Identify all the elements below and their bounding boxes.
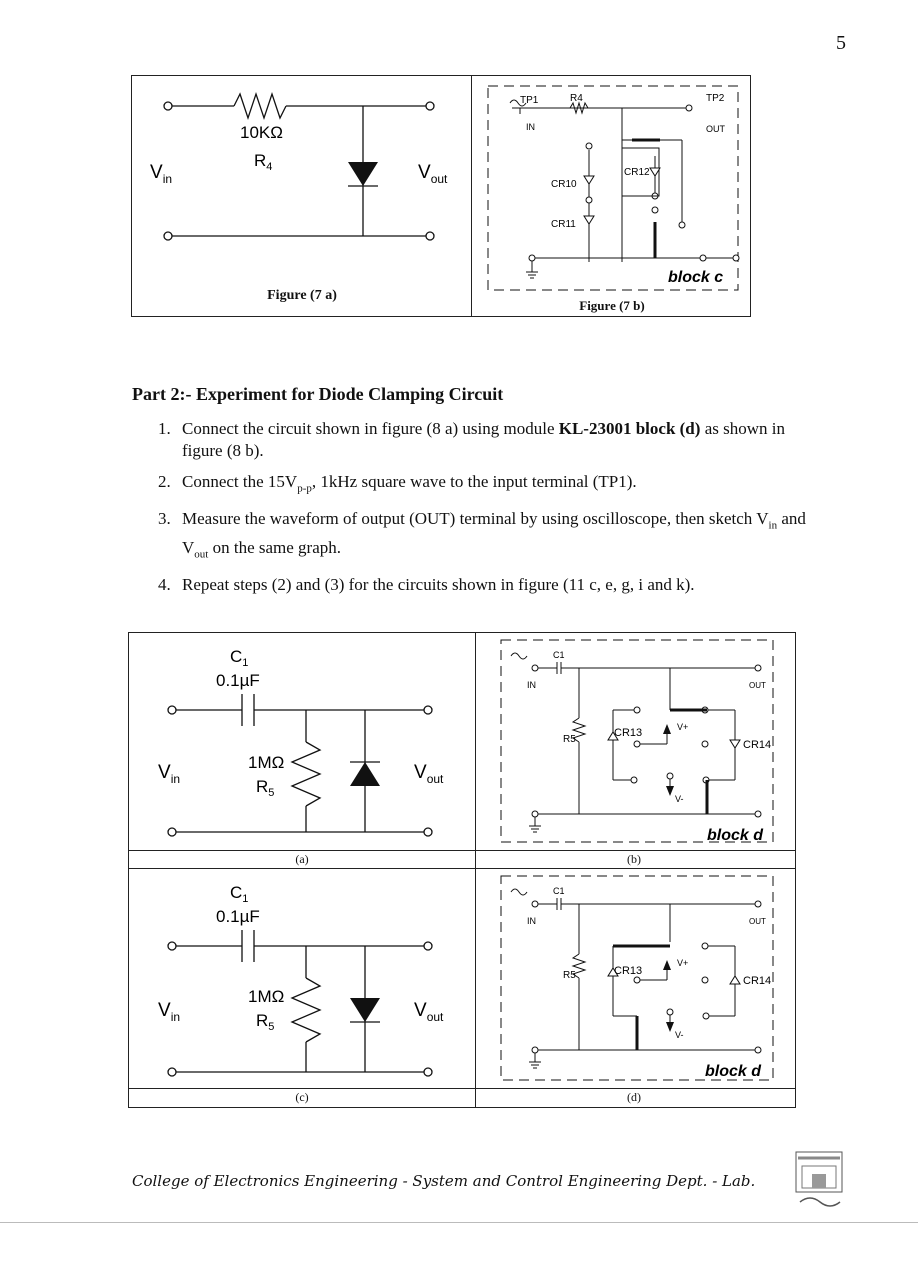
footer-divider	[0, 1222, 918, 1223]
block-c-label: block c	[668, 269, 723, 286]
diode-down-symbol	[350, 998, 380, 1022]
figure-8c-caption: (c)	[295, 1090, 309, 1104]
svg-text:Vout: Vout	[414, 762, 444, 786]
svg-text:R4: R4	[254, 151, 272, 173]
svg-text:Vout: Vout	[414, 1000, 444, 1024]
svg-text:V+: V+	[677, 958, 688, 968]
figure-8a-circuit: C1 0.1µF 1MΩ R5 Vin Vout	[158, 647, 444, 837]
step-4: 4.Repeat steps (2) and (3) for the circu…	[158, 575, 695, 595]
figure-7b-module: TP1 R4 TP2 IN OUT CR10 CR11 CR12 block c	[487, 85, 740, 291]
svg-text:R5: R5	[256, 777, 274, 799]
vin-sub: in	[163, 172, 172, 186]
svg-text:OUT: OUT	[749, 917, 766, 926]
svg-text:Vout: Vout	[418, 162, 448, 186]
figure-7a-caption: Figure (7 a)	[267, 288, 337, 303]
figure-8d-caption: (d)	[627, 1090, 641, 1104]
r5-value: 1MΩ	[248, 753, 284, 772]
svg-text:V+: V+	[677, 722, 688, 732]
figure-7b-caption: Figure (7 b)	[579, 298, 645, 313]
svg-text:CR14: CR14	[743, 739, 771, 751]
svg-text:R5: R5	[563, 734, 576, 745]
diode-up-symbol	[350, 762, 380, 786]
svg-text:V-: V-	[675, 794, 684, 804]
vin-label: V	[150, 162, 163, 183]
figure-8d-module: C1 IN OUT R5 CR13 V+ CR14 V- block d	[500, 875, 774, 1081]
svg-text:C1: C1	[230, 883, 248, 905]
step-3: 3.Measure the waveform of output (OUT) t…	[158, 509, 806, 561]
figure-7a-circuit: 10KΩ R4 Vin Vout	[150, 91, 448, 241]
vout-sub: out	[431, 172, 448, 186]
out-label: OUT	[706, 124, 726, 134]
svg-text:Vin: Vin	[158, 762, 180, 786]
c1-value: 0.1µF	[216, 671, 260, 690]
figure-7-divider	[471, 75, 472, 316]
svg-text:R5: R5	[563, 970, 576, 981]
cr12-label: CR12	[624, 167, 650, 178]
svg-text:0.1µF: 0.1µF	[216, 907, 260, 926]
figure-8b-caption: (b)	[627, 852, 641, 866]
in-label: IN	[526, 122, 535, 132]
part-2-title: Part 2:- Experiment for Diode Clamping C…	[132, 384, 504, 404]
block-d-label-b: block d	[707, 827, 764, 844]
svg-text:Vin: Vin	[158, 1000, 180, 1024]
svg-text:OUT: OUT	[749, 681, 766, 690]
figure-8b-module: C1 IN OUT R5 CR13 V+ CR14 V- block d	[500, 639, 774, 844]
svg-text:CR14: CR14	[743, 975, 771, 987]
svg-text:C1: C1	[553, 650, 565, 660]
cr10-label: CR10	[551, 179, 577, 190]
figure-7-frame	[131, 75, 751, 317]
r4-name: R	[254, 151, 266, 170]
step-1: 1.Connect the circuit shown in figure (8…	[158, 419, 785, 460]
svg-text:1MΩ: 1MΩ	[248, 987, 284, 1006]
step-2: 2.Connect the 15Vp-p, 1kHz square wave t…	[158, 472, 637, 495]
figure-8-frame	[128, 632, 796, 1108]
tp2-label: TP2	[706, 93, 725, 104]
svg-text:V-: V-	[675, 1030, 684, 1040]
diode-symbol	[348, 162, 378, 186]
procedure-steps: 1.Connect the circuit shown in figure (8…	[150, 418, 816, 605]
university-logo	[795, 1151, 843, 1207]
r4-label: R4	[570, 93, 583, 104]
footer-text: College of Electronics Engineering - Sys…	[132, 1172, 756, 1190]
svg-text:IN: IN	[527, 680, 536, 690]
figure-8a-caption: (a)	[295, 852, 309, 866]
block-d-label-d: block d	[705, 1063, 762, 1080]
svg-text:CR13: CR13	[614, 965, 642, 977]
svg-text:CR13: CR13	[614, 727, 642, 739]
svg-text:Vin: Vin	[150, 162, 172, 186]
vout-label: V	[418, 162, 431, 183]
svg-text:C1: C1	[553, 886, 565, 896]
r4-sub: 4	[266, 161, 272, 173]
svg-text:R5: R5	[256, 1011, 274, 1033]
svg-text:C1: C1	[230, 647, 248, 669]
svg-text:IN: IN	[527, 916, 536, 926]
tp1-label: TP1	[520, 95, 539, 106]
cr11-label: CR11	[551, 219, 576, 230]
r4-value-label: 10KΩ	[240, 123, 283, 142]
figure-8c-circuit: C1 0.1µF 1MΩ R5 Vin Vout	[158, 883, 444, 1077]
page-number: 5	[836, 32, 846, 54]
